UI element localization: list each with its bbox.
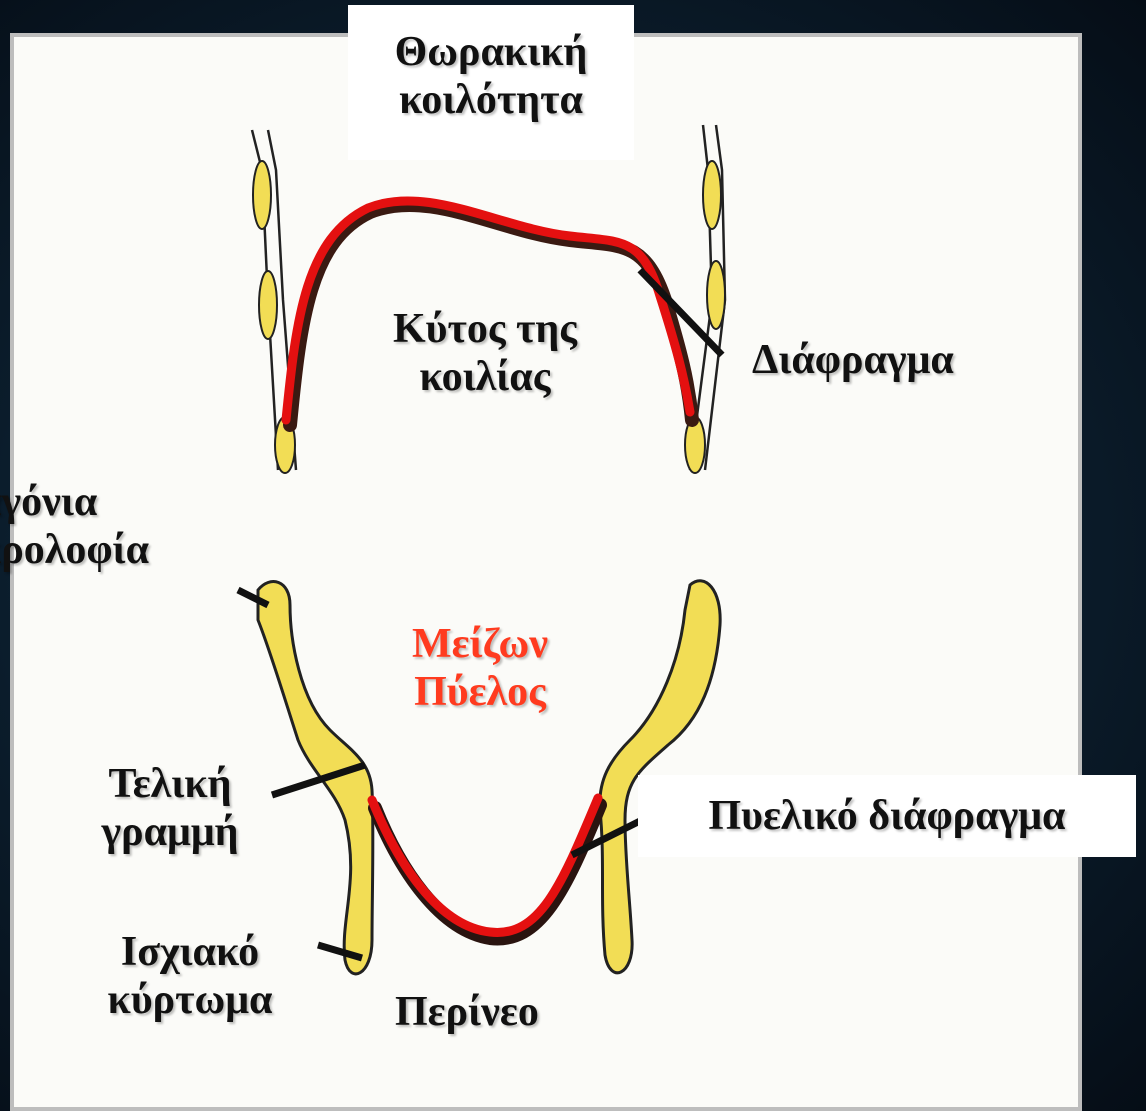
greater-pelvis-label: Μείζων Πύελος [370, 620, 590, 716]
left-hip-bone [256, 580, 375, 976]
right-rib-cartilages [684, 160, 726, 474]
thoracic-cavity-line-2: κοιλότητα [399, 77, 583, 123]
iliac-crest-line-2: κρολοφία [0, 527, 150, 573]
ischial-tuberosity-line-2: κύρτωμα [107, 977, 273, 1023]
greater-pelvis-line-2: Πύελος [414, 669, 546, 715]
right-hip-bone [598, 579, 722, 975]
terminal-line-line-2: γραμμή [101, 809, 239, 855]
thoracic-cavity-label: Θωρακική κοιλότητα [348, 28, 634, 124]
abdominal-dome-label: Κύτος της κοιλίας [350, 305, 620, 401]
right-thoracic-wall [688, 124, 727, 471]
slide-panel [10, 33, 1082, 1111]
pelvic-diaphragm [367, 793, 603, 937]
perineum-label: Περίνεο [395, 989, 539, 1035]
abdominal-dome-line-1: Κύτος της [393, 306, 577, 352]
ischial-tuberosity-label: Ισχιακό κύρτωμα [70, 928, 310, 1024]
iliac-crest-pointer [236, 586, 270, 609]
ischial-tuberosity-line-1: Ισχιακό [120, 929, 260, 975]
diaphragm-pointer [637, 267, 725, 358]
ischial-tuberosity-pointer [317, 941, 363, 962]
greater-pelvis-line-1: Μείζων [412, 621, 548, 667]
thoracic-cavity-line-1: Θωρακική [394, 29, 588, 75]
abdominal-dome-line-2: κοιλίας [419, 354, 551, 400]
terminal-line-label: Τελική γραμμή [70, 760, 270, 856]
diaphragm-label: Διάφραγμα [752, 337, 954, 383]
terminal-line-line-1: Τελική [108, 761, 232, 807]
title-box [348, 5, 634, 160]
pelvic-diaphragm-label: Πυελικό διάφραγμα [638, 775, 1136, 857]
thoracic-diaphragm [281, 196, 695, 425]
terminal-line-pointer [270, 761, 367, 799]
